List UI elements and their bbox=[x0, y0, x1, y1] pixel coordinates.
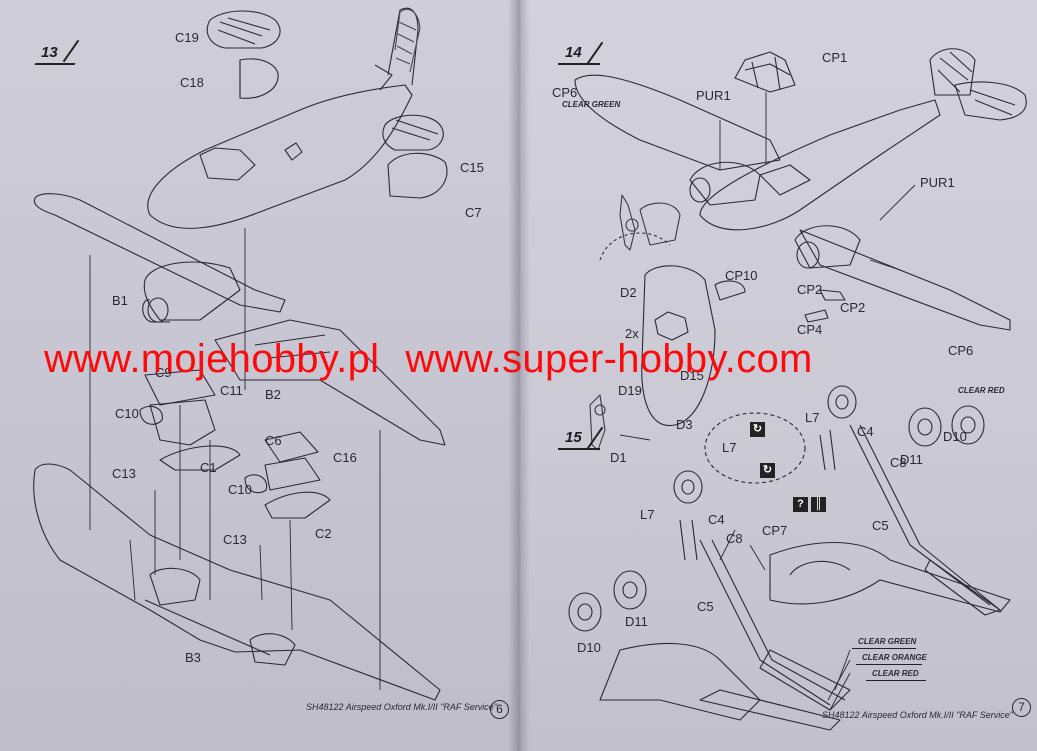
part-label-cp1: CP1 bbox=[822, 50, 848, 65]
wheel-d11-d10-bottom bbox=[568, 470, 703, 632]
part-label-d3: D3 bbox=[676, 417, 693, 432]
part-label-pur1: PUR1 bbox=[696, 88, 731, 103]
legend-clear-green: CLEAR GREEN bbox=[858, 637, 917, 646]
question-icon: ? bbox=[793, 497, 808, 512]
wheel-d11-d10-top bbox=[827, 385, 985, 447]
legend-clear-orange: CLEAR ORANGE bbox=[862, 653, 927, 662]
watermark-mojehobby: www.mojehobby.pl bbox=[44, 337, 380, 381]
part-label-d11: D11 bbox=[625, 614, 648, 629]
legend-clear-red: CLEAR RED bbox=[872, 669, 919, 678]
part-label-b1: B1 bbox=[112, 293, 128, 308]
part-label-d2: D2 bbox=[620, 285, 637, 300]
part-label-c16: C16 bbox=[333, 450, 357, 465]
fuselage-upper-drawing bbox=[147, 7, 419, 229]
page-number-6: 6 bbox=[490, 700, 509, 719]
quantity-2x: 2x bbox=[625, 326, 639, 341]
fuselage-lower-b2 bbox=[214, 319, 446, 446]
leader-lines-right bbox=[619, 92, 916, 711]
parts-c9-c1 bbox=[139, 369, 241, 471]
step-number-15: 15 bbox=[565, 429, 582, 446]
engine-d2-d3 bbox=[599, 232, 716, 427]
step-15-underline bbox=[558, 448, 600, 450]
part-label-c18: C18 bbox=[180, 75, 204, 90]
legend-line bbox=[866, 680, 926, 681]
part-label-c8: C8 bbox=[890, 455, 907, 470]
color-note-clear-green: CLEAR GREEN bbox=[562, 100, 621, 109]
part-label-cp4: CP4 bbox=[797, 322, 823, 337]
part-label-c4: C4 bbox=[708, 512, 725, 527]
part-label-l7: L7 bbox=[722, 440, 737, 455]
propeller-d15 bbox=[589, 194, 681, 451]
flip-icon: ↻ bbox=[760, 463, 775, 478]
aircraft-assembled-upper bbox=[574, 48, 1027, 331]
glue-icon: ║ bbox=[811, 497, 826, 512]
footer-right: SH48122 Airspeed Oxford Mk.I/II "RAF Ser… bbox=[822, 710, 1013, 720]
part-label-c9: C9 bbox=[155, 365, 172, 380]
part-label-cp2: CP2 bbox=[840, 300, 866, 315]
part-label-c7: C7 bbox=[465, 205, 482, 220]
part-label-cp2: CP2 bbox=[797, 282, 823, 297]
wing-upper-drawing bbox=[33, 193, 286, 323]
part-label-c13: C13 bbox=[223, 532, 247, 547]
part-label-pur1: PUR1 bbox=[920, 175, 955, 190]
step-14-underline bbox=[558, 63, 600, 65]
canopy-cp1 bbox=[734, 51, 796, 93]
part-label-c10: C10 bbox=[115, 406, 139, 421]
part-label-c8: C8 bbox=[726, 531, 743, 546]
part-label-d1: D1 bbox=[610, 450, 627, 465]
legend-line bbox=[856, 664, 922, 665]
watermark-super-hobby: www.super-hobby.com bbox=[405, 337, 813, 381]
footer-left: SH48122 Airspeed Oxford Mk.I/II "RAF Ser… bbox=[306, 702, 497, 712]
part-label-l7: L7 bbox=[640, 507, 655, 522]
part-label-d15: D15 bbox=[680, 368, 704, 383]
part-label-c5: C5 bbox=[697, 599, 714, 614]
leader-lines-left bbox=[89, 228, 381, 690]
tailplane-c19 bbox=[206, 10, 281, 49]
part-label-c2: C2 bbox=[315, 526, 332, 541]
page-number-7: 7 bbox=[1012, 698, 1031, 717]
aircraft-underside bbox=[599, 541, 1011, 731]
part-label-d19: D19 bbox=[618, 383, 642, 398]
part-label-d11: D11 bbox=[900, 452, 923, 467]
parts-c6-c2 bbox=[244, 431, 331, 519]
part-label-b3: B3 bbox=[185, 650, 201, 665]
part-label-l7: L7 bbox=[805, 410, 820, 425]
tail-fin-drawing bbox=[394, 8, 421, 73]
part-label-c19: C19 bbox=[175, 30, 199, 45]
part-label-c15: C15 bbox=[460, 160, 484, 175]
part-label-c13: C13 bbox=[112, 466, 136, 481]
page-gutter bbox=[508, 0, 530, 751]
instruction-page-left bbox=[0, 0, 518, 751]
wing-lower-b3 bbox=[33, 463, 441, 701]
part-label-cp6: CP6 bbox=[552, 85, 578, 100]
part-label-cp7: CP7 bbox=[762, 523, 788, 538]
part-label-b2: B2 bbox=[265, 387, 281, 402]
part-label-c6: C6 bbox=[265, 433, 282, 448]
watermark: www.mojehobby.pl www.super-hobby.com bbox=[44, 337, 1014, 382]
part-label-cp10: CP10 bbox=[725, 268, 758, 283]
part-label-cp6: CP6 bbox=[948, 343, 974, 358]
part-label-c5: C5 bbox=[872, 518, 889, 533]
part-label-d10: D10 bbox=[577, 640, 601, 655]
instruction-page-right bbox=[518, 0, 1037, 751]
part-label-c1: C1 bbox=[200, 460, 217, 475]
step-number-14: 14 bbox=[565, 44, 582, 61]
part-label-d10: D10 bbox=[943, 429, 967, 444]
part-label-c11: C11 bbox=[220, 383, 243, 398]
color-note-clear-red: CLEAR RED bbox=[958, 386, 1005, 395]
tailplane-c15 bbox=[382, 114, 444, 151]
parts-cp-right bbox=[714, 280, 846, 323]
detail-circle bbox=[704, 412, 806, 484]
step-number-13: 13 bbox=[41, 44, 58, 61]
flip-icon: ↻ bbox=[750, 422, 765, 437]
tailplane-c18 bbox=[239, 58, 279, 99]
part-label-c10: C10 bbox=[228, 482, 252, 497]
step-13-underline bbox=[34, 63, 76, 65]
tailplane-c7 bbox=[387, 152, 448, 199]
part-label-c4: C4 bbox=[857, 424, 874, 439]
legend-line bbox=[852, 648, 916, 649]
